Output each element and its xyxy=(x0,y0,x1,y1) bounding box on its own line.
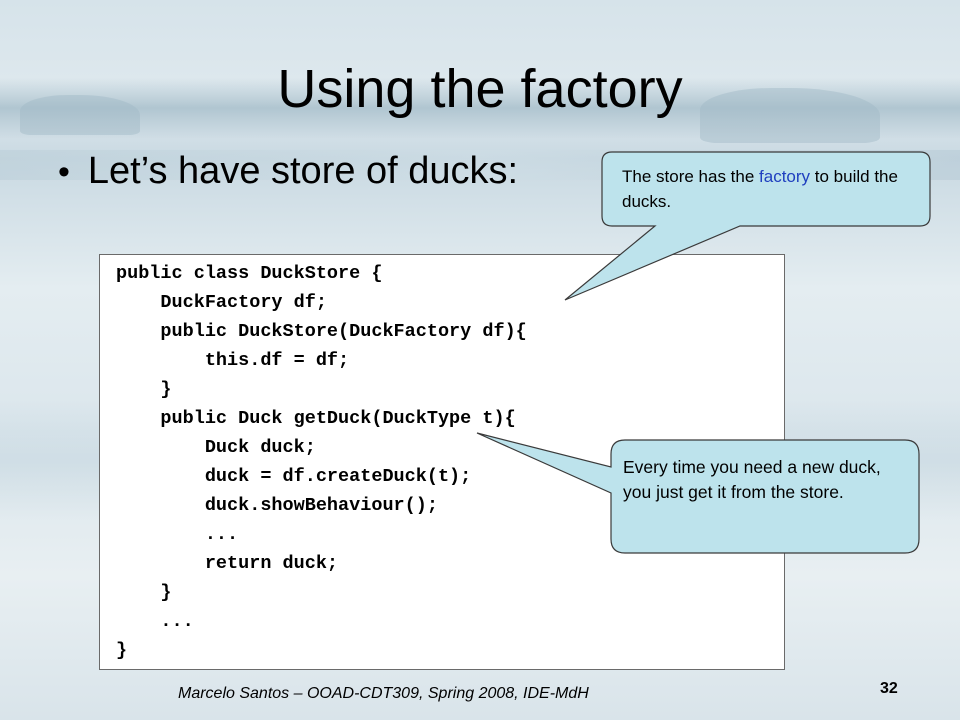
callout-factory-text: The store has the factory to build the d… xyxy=(622,164,922,214)
code-line: this.df = df; xyxy=(116,350,350,371)
code-line: } xyxy=(116,582,172,603)
code-line: DuckFactory df; xyxy=(116,292,327,313)
code-line: Duck duck; xyxy=(116,437,316,458)
iceberg xyxy=(20,95,140,135)
code-line: } xyxy=(116,379,172,400)
code-line: ... xyxy=(116,611,194,632)
code-line: ... xyxy=(116,524,239,545)
slide-title: Using the factory xyxy=(277,59,683,119)
callout-factory-before: The store has the xyxy=(622,167,760,186)
callout-factory-highlight: factory xyxy=(759,167,811,186)
code-line: public Duck getDuck(DuckType t){ xyxy=(116,408,516,429)
page-number: 32 xyxy=(880,680,898,697)
code-line: } xyxy=(116,640,128,661)
code-line: duck = df.createDuck(t); xyxy=(116,466,472,487)
callout-factory-after: to build the ducks. xyxy=(622,167,898,211)
code-line: public DuckStore(DuckFactory df){ xyxy=(116,321,527,342)
code-line: public class DuckStore { xyxy=(116,263,383,284)
code-line: duck.showBehaviour(); xyxy=(116,495,438,516)
iceberg-horizon xyxy=(0,78,960,138)
code-line: return duck; xyxy=(116,553,339,574)
bullet-dot-icon: • xyxy=(58,152,70,191)
bullet-text: Let’s have store of ducks: xyxy=(87,150,519,192)
footer-credit: Marcelo Santos – OOAD-CDT309, Spring 200… xyxy=(178,685,589,702)
callout-store-text: Every time you need a new duck, you just… xyxy=(623,457,881,502)
iceberg xyxy=(700,88,880,143)
bullet-item: • Let’s have store of ducks: xyxy=(58,150,518,193)
